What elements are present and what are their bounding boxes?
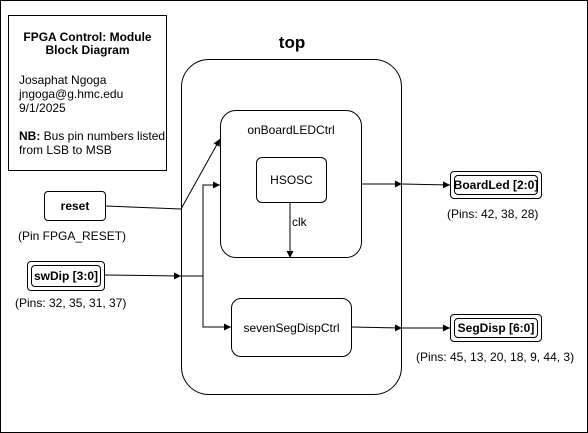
info-note-bold: NB: xyxy=(19,129,41,143)
onboard-led-ctrl-label: onBoardLEDCtrl xyxy=(247,123,335,137)
info-title-line1: FPGA Control: Module xyxy=(23,30,152,44)
top-module-title: top xyxy=(278,33,306,52)
reset-pins-label: (Pin FPGA_RESET) xyxy=(18,229,127,243)
info-title: FPGA Control: Module Block Diagram xyxy=(9,31,166,57)
hsosc-box: HSOSC xyxy=(256,157,327,203)
info-note-text: Bus pin numbers listed xyxy=(40,129,166,143)
boardled-wire-outer xyxy=(401,181,451,189)
boardled-output-label: BoardLed [2:0] xyxy=(453,178,539,192)
swdip-inner-border xyxy=(31,265,101,287)
seven-seg-disp-ctrl-label: sevenSegDispCtrl xyxy=(243,320,340,335)
hsosc-label: HSOSC xyxy=(270,173,313,187)
swdip-to-sevenseg-wire xyxy=(202,276,231,331)
info-note-line2: from LSB to MSB xyxy=(19,143,112,157)
info-date: 9/1/2025 xyxy=(19,101,66,115)
segdisp-output-box: SegDisp [6:0] xyxy=(450,314,542,342)
swdip-to-onboard-wire xyxy=(181,181,220,277)
clk-label: clk xyxy=(292,215,307,229)
info-title-line2: Block Diagram xyxy=(45,43,130,57)
swdip-input-label: swDip [3:0] xyxy=(33,269,98,283)
info-email: jngoga@g.hmc.edu xyxy=(19,87,124,101)
reset-input-label: reset xyxy=(60,199,90,213)
info-author: Josaphat Ngoga xyxy=(19,73,107,87)
seven-seg-disp-ctrl-box: sevenSegDispCtrl xyxy=(231,298,352,357)
segdisp-wire-inner xyxy=(351,324,403,332)
reset-input-box: reset xyxy=(44,191,106,221)
segdisp-inner-border xyxy=(454,318,538,338)
segdisp-pins-label: (Pins: 45, 13, 20, 18, 9, 44, 3) xyxy=(416,350,575,364)
boardled-pins-label: (Pins: 42, 38, 28) xyxy=(447,207,539,221)
reset-to-onboard-wire xyxy=(180,138,221,210)
reset-wire xyxy=(105,205,182,210)
boardled-inner-border xyxy=(454,175,538,195)
swdip-wire xyxy=(104,272,182,280)
info-box: FPGA Control: Module Block Diagram Josap… xyxy=(8,15,167,171)
segdisp-output-label: SegDisp [6:0] xyxy=(457,321,535,335)
boardled-output-box: BoardLed [2:0] xyxy=(450,171,542,199)
swdip-pins-label: (Pins: 32, 35, 31, 37) xyxy=(15,296,127,310)
info-note-line1: NB: Bus pin numbers listed xyxy=(19,129,165,143)
swdip-input-box: swDip [3:0] xyxy=(27,261,105,291)
